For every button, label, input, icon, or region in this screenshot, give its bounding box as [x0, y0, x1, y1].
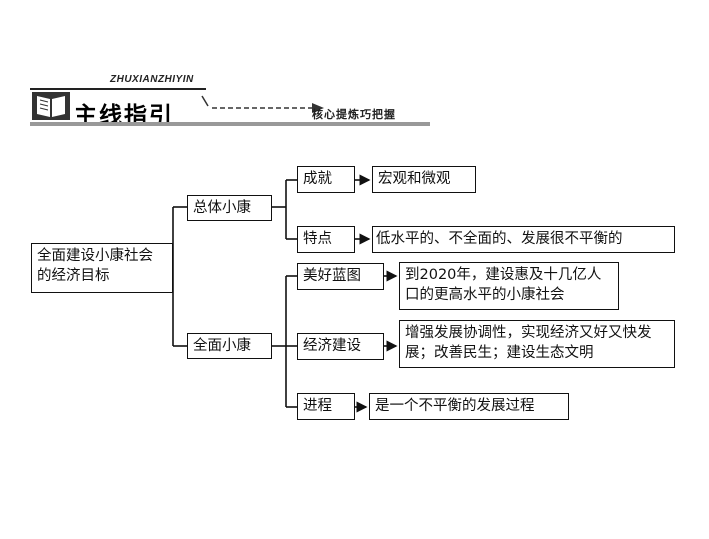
detail-chengjiu: 宏观和微观 — [372, 166, 476, 193]
detail-jingji-text: 增强发展协调性，实现经济又好又快发展；改善民生；建设生态文明 — [405, 325, 652, 361]
node-tedian-label: 特点 — [303, 231, 332, 247]
detail-jincheng: 是一个不平衡的发展过程 — [369, 393, 569, 420]
detail-chengjiu-text: 宏观和微观 — [378, 171, 451, 187]
pinyin-rule — [30, 88, 206, 90]
banner-pinyin: ZHUXIANZHIYIN — [110, 74, 194, 85]
node-root-label: 全面建设小康社会的经济目标 — [37, 248, 153, 284]
book-icon — [32, 92, 70, 120]
detail-jincheng-text: 是一个不平衡的发展过程 — [375, 398, 535, 414]
detail-lantu: 到2020年，建设惠及十几亿人口的更高水平的小康社会 — [399, 262, 619, 310]
node-zongti-label: 总体小康 — [193, 200, 251, 216]
node-quanmian-label: 全面小康 — [193, 338, 251, 354]
node-jingji-label: 经济建设 — [303, 338, 361, 354]
node-lantu: 美好蓝图 — [297, 263, 384, 290]
node-quanmian-xiaokang: 全面小康 — [187, 333, 272, 359]
node-jincheng: 进程 — [297, 393, 355, 420]
node-jincheng-label: 进程 — [303, 398, 332, 414]
node-zongti-xiaokang: 总体小康 — [187, 195, 272, 221]
detail-lantu-text: 到2020年，建设惠及十几亿人口的更高水平的小康社会 — [405, 267, 602, 303]
banner-subtitle: 核心提炼巧把握 — [312, 108, 396, 121]
detail-jingji: 增强发展协调性，实现经济又好又快发展；改善民生；建设生态文明 — [399, 320, 675, 368]
node-jingji-jianshe: 经济建设 — [297, 333, 384, 360]
node-lantu-label: 美好蓝图 — [303, 268, 361, 284]
detail-tedian-text: 低水平的、不全面的、发展很不平衡的 — [376, 231, 623, 247]
node-chengjiu-label: 成就 — [303, 171, 332, 187]
section-banner: ZHUXIANZHIYIN 主线指引 核心提炼巧把握 — [30, 72, 430, 130]
detail-tedian: 低水平的、不全面的、发展很不平衡的 — [372, 226, 675, 253]
node-tedian: 特点 — [297, 226, 355, 253]
banner-underline — [30, 122, 430, 126]
arrow-icon — [201, 95, 324, 113]
node-root: 全面建设小康社会的经济目标 — [31, 243, 173, 293]
node-chengjiu: 成就 — [297, 166, 355, 193]
